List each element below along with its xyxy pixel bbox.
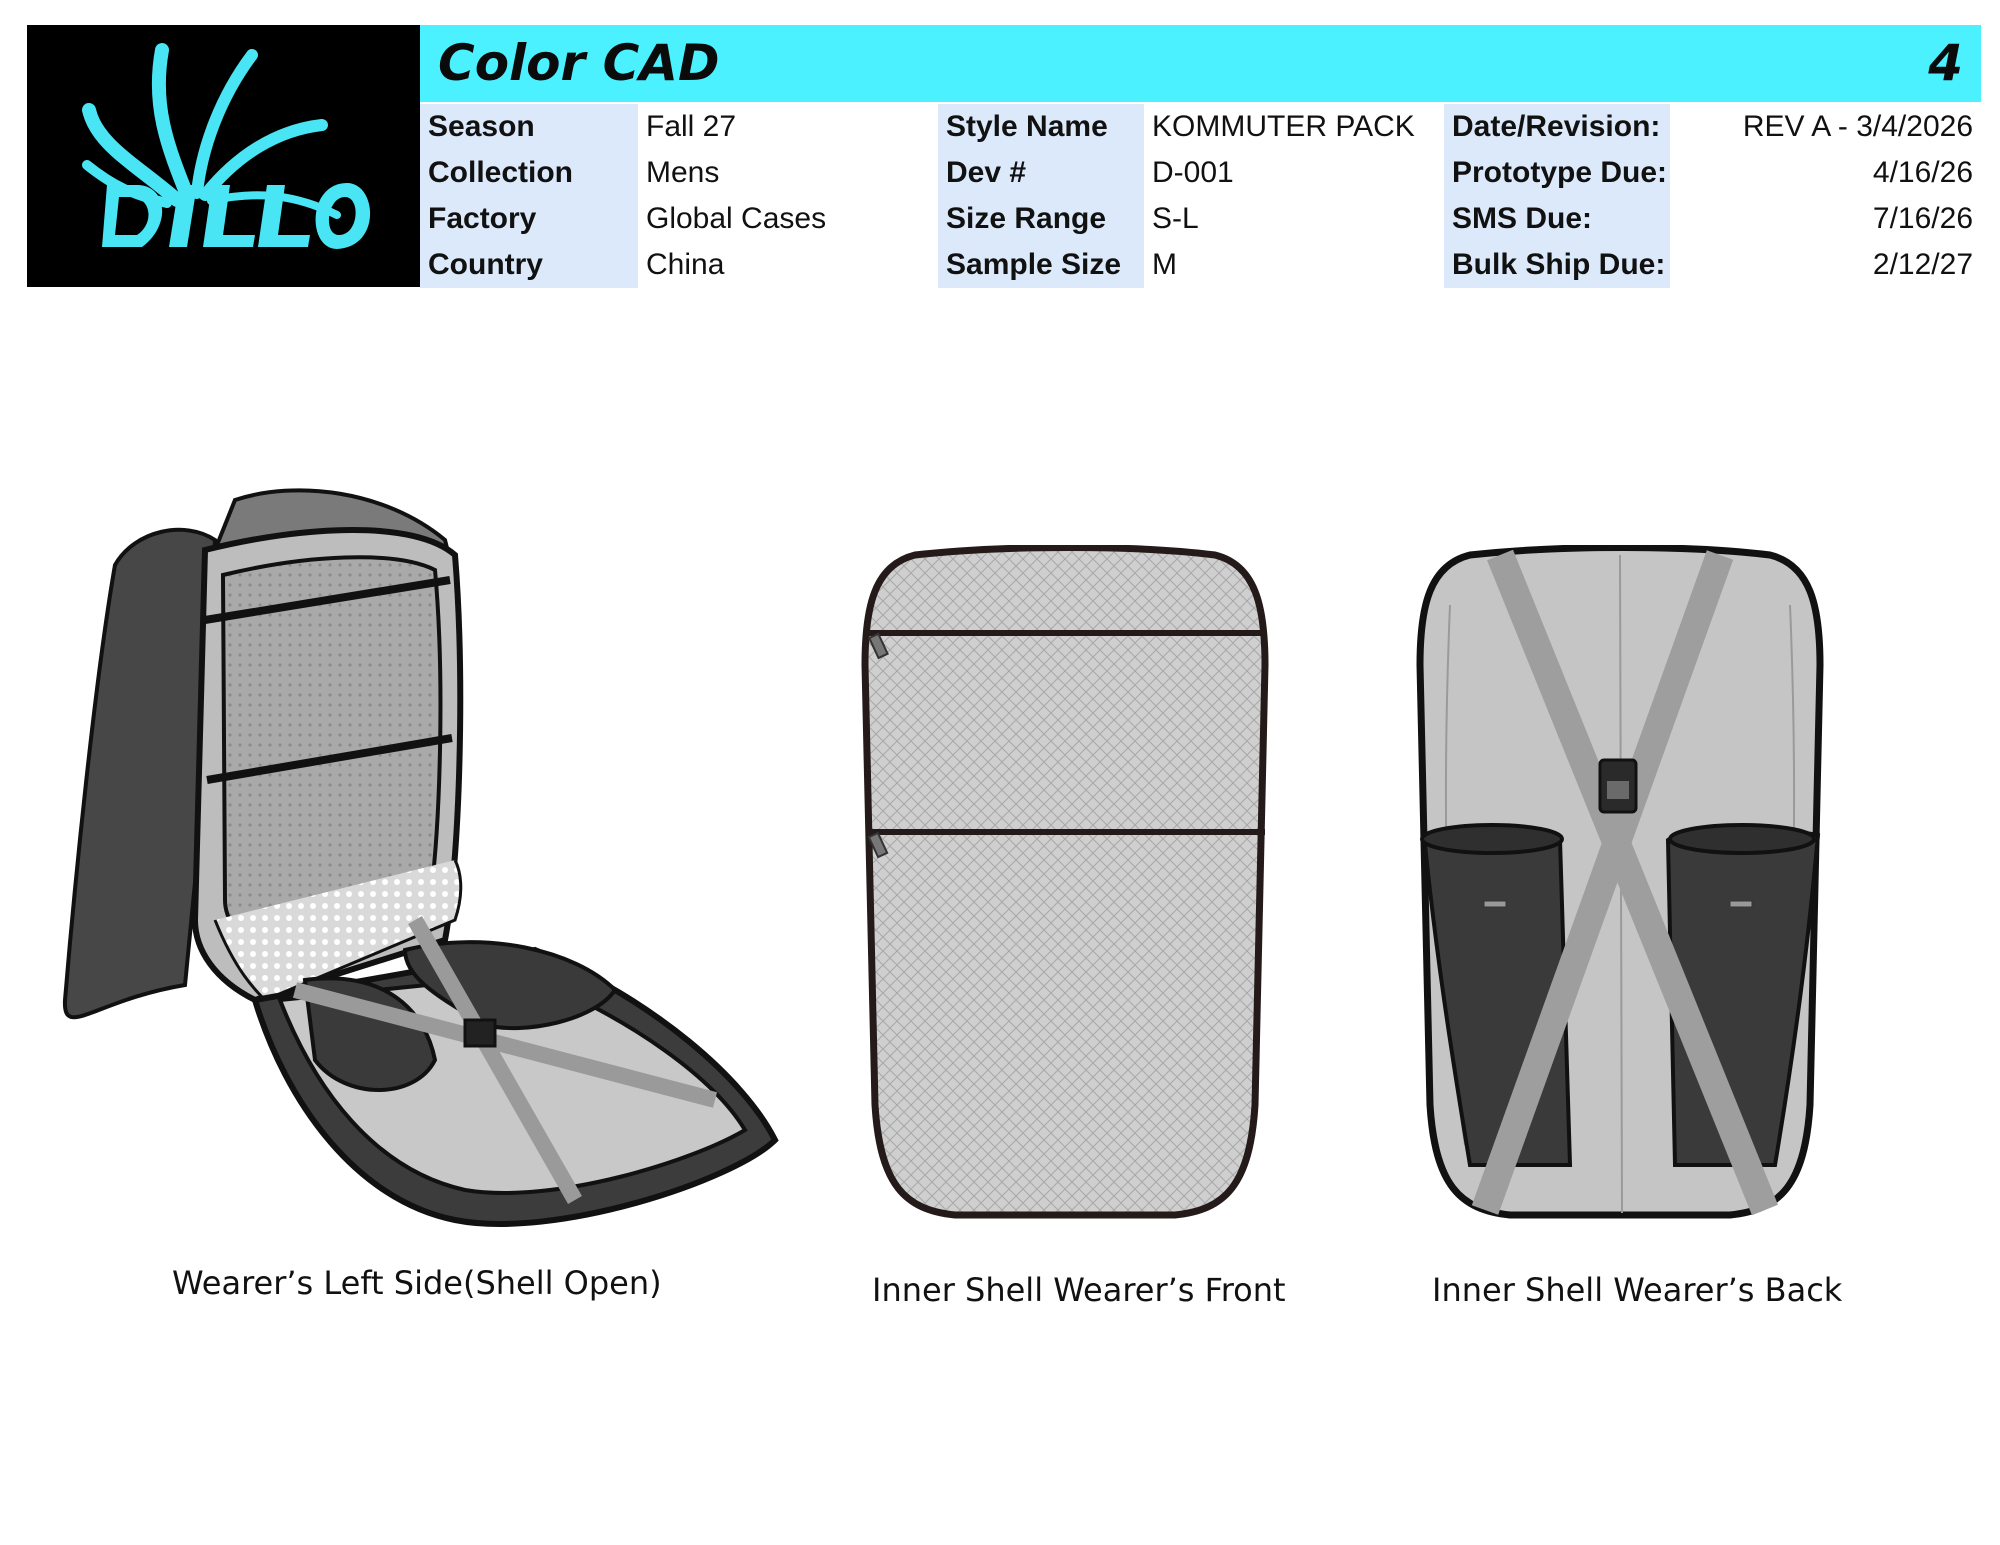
backpack-open-illustration (62, 488, 779, 1227)
figure-caption: Wearer’s Left Side(Shell Open) (172, 1264, 662, 1302)
inner-shell-front-illustration (861, 544, 1269, 1219)
bulk-ship-due-value: 2/12/27 (1872, 248, 1973, 281)
dev-number-value: D-001 (1152, 156, 1234, 189)
season-label: Season (420, 104, 638, 150)
bulk-ship-due-label: Bulk Ship Due: (1444, 242, 1670, 288)
sample-size-value: M (1152, 248, 1177, 281)
style-name-label: Style Name (938, 104, 1144, 150)
collection-value: Mens (646, 156, 720, 189)
figure-caption: Inner Shell Wearer’s Back (1432, 1271, 1843, 1309)
prototype-due-label: Prototype Due: (1444, 150, 1670, 196)
style-name-value: KOMMUTER PACK (1152, 110, 1415, 143)
factory-label: Factory (420, 196, 638, 242)
page-title: Color CAD (438, 34, 720, 92)
factory-value: Global Cases (646, 202, 827, 235)
figure-inner-shell-back (1410, 544, 1830, 1225)
figure-left-side-open (55, 480, 785, 1240)
size-range-label: Size Range (938, 196, 1144, 242)
title-bar: Color CAD 4 (420, 25, 1981, 102)
dev-number-label: Dev # (938, 150, 1144, 196)
page-number: 4 (1928, 34, 1963, 92)
sms-due-label: SMS Due: (1444, 196, 1670, 242)
prototype-due-value: 4/16/26 (1872, 156, 1973, 189)
country-value: China (646, 248, 725, 281)
date-revision-value: REV A - 3/4/2026 (1742, 110, 1973, 143)
country-label: Country (420, 242, 638, 288)
sample-size-label: Sample Size (938, 242, 1144, 288)
dillo-logo-icon (82, 43, 371, 249)
brand-logo (27, 25, 420, 287)
figure-caption: Inner Shell Wearer’s Front (872, 1271, 1286, 1309)
date-revision-label: Date/Revision: (1444, 104, 1670, 150)
size-range-value: S-L (1152, 202, 1199, 235)
collection-label: Collection (420, 150, 638, 196)
sms-due-value: 7/16/26 (1872, 202, 1973, 235)
season-value: Fall 27 (646, 110, 737, 143)
figure-inner-shell-front (855, 544, 1275, 1225)
inner-shell-back-illustration (1416, 544, 1824, 1219)
